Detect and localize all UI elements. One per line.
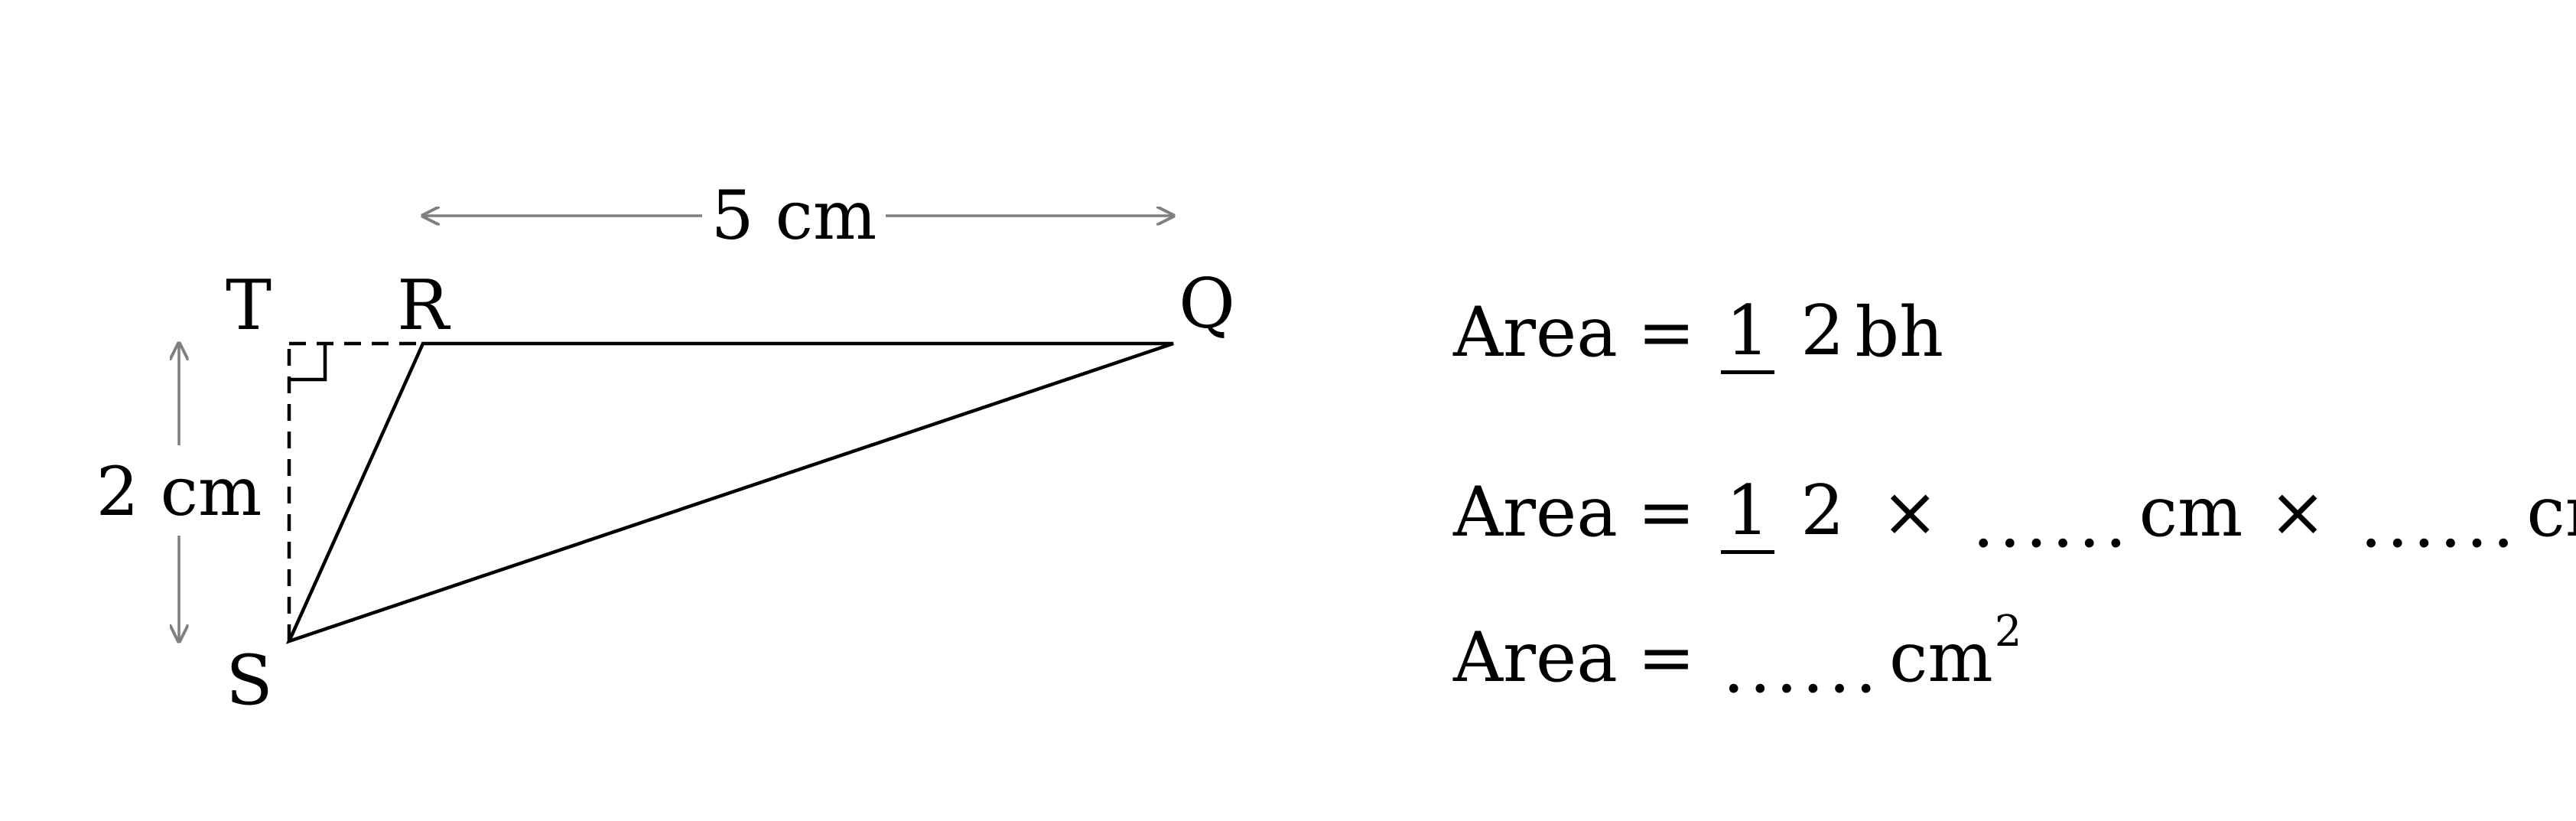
formula-1-lhs: Area <box>1453 292 1618 373</box>
formula-1-rhs: bh <box>1855 292 1944 373</box>
vertex-label-r: R <box>397 266 450 346</box>
formula-2-blank-1: ...... <box>1972 483 2132 563</box>
base-dimension-label: 5 cm <box>711 176 877 255</box>
formula-1-denominator: 2 <box>1800 290 1845 371</box>
vertex-label-s: S <box>226 640 273 721</box>
formula-3-equals: = <box>1637 617 1696 698</box>
formula-2-times-1: × <box>1881 472 1939 552</box>
formula-2-denominator: 2 <box>1800 470 1845 551</box>
formula-line-1: Area = 1 2 bh <box>1453 260 1943 406</box>
vertex-label-q: Q <box>1179 264 1235 344</box>
formula-1-numerator: 1 <box>1721 296 1774 374</box>
formula-1-fraction: 1 2 <box>1721 292 1849 374</box>
formula-2-numerator: 1 <box>1721 476 1774 554</box>
formula-2-fraction: 1 2 <box>1721 472 1849 554</box>
formula-3-unit-exponent: 2 <box>1994 607 2022 656</box>
formula-1-equals: = <box>1637 292 1696 373</box>
vertex-label-t: T <box>226 266 272 346</box>
right-angle-marker <box>289 344 327 382</box>
formula-2-unit-1: cm <box>2139 472 2243 552</box>
formula-2-unit-2: cm <box>2526 472 2576 552</box>
formula-2-times-2: × <box>2269 472 2327 552</box>
formula-line-2: Area = 1 2 × ...... cm × ...... cm <box>1453 440 2576 585</box>
formula-2-equals: = <box>1637 472 1696 552</box>
height-dimension-label: 2 cm <box>96 452 262 531</box>
triangle-qrs <box>285 341 1174 644</box>
formula-2-blank-2: ...... <box>2360 483 2519 563</box>
formula-3-unit: cm <box>1889 617 1993 698</box>
formula-2-lhs: Area <box>1453 472 1618 552</box>
formula-line-3: Area = ...... cm 2 <box>1453 585 2021 731</box>
formula-3-blank: ...... <box>1722 628 1882 709</box>
formula-3-lhs: Area <box>1453 617 1618 698</box>
